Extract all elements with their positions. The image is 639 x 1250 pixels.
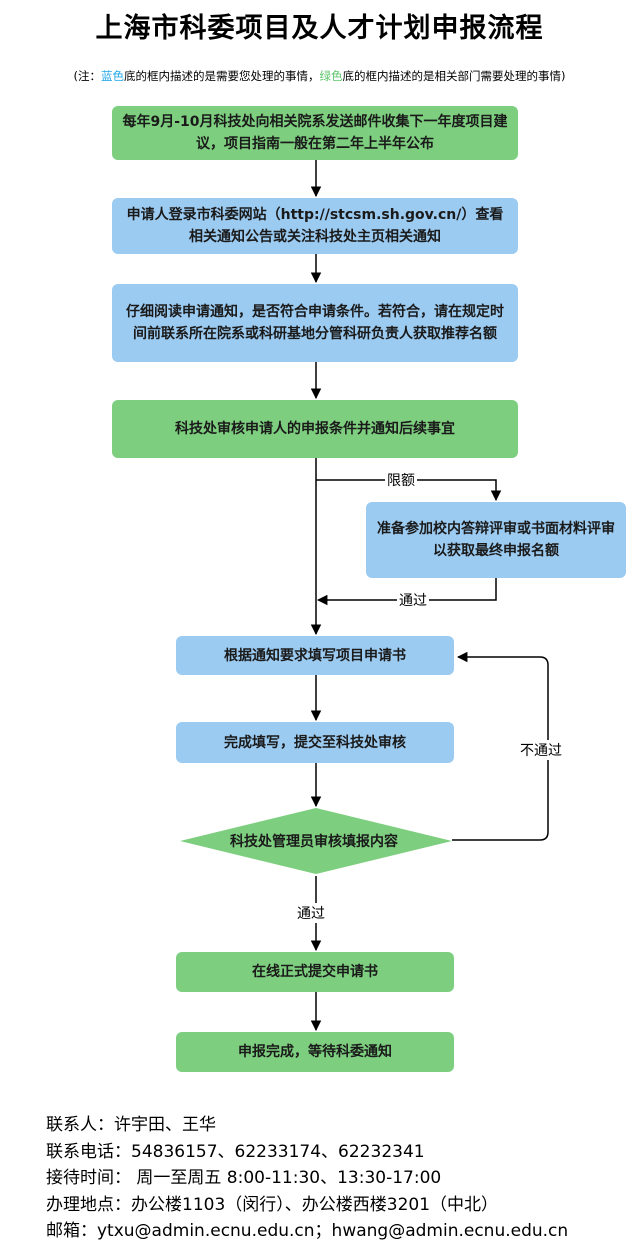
arrow-quota-pass-back (316, 578, 497, 606)
step-review-eligibility-box: 科技处审核申请人的申报条件并通知后续事宜 (112, 400, 518, 458)
note-prefix: (注： (73, 69, 102, 83)
decision-diamond (180, 808, 452, 874)
step-read-label: 仔细阅读申请通知，是否符合申请条件。若符合，请在规定时间前联系所在院系或科研基地… (126, 304, 504, 342)
note-suffix: 底的框内描述的是相关部门需要处理的事情) (342, 69, 566, 83)
step-fill-box: 根据通知要求填写项目申请书 (176, 636, 454, 675)
step-quota-review-box: 准备参加校内答辩评审或书面材料评审以获取最终申报名额 (366, 502, 626, 578)
step-online-submit-label: 在线正式提交申请书 (252, 964, 378, 980)
edge-label-pass-2: 通过 (295, 903, 327, 923)
page-title: 上海市科委项目及人才计划申报流程 (95, 13, 544, 44)
contact-phone: 联系电话：54836157、62233174、62232341 (46, 1141, 425, 1162)
step-online-submit-box: 在线正式提交申请书 (176, 952, 454, 992)
contact-email: 邮箱：ytxu@admin.ecnu.edu.cn；hwang@admin.ec… (46, 1221, 569, 1241)
step-submit-box: 完成填写，提交至科技处审核 (176, 722, 454, 763)
step-done-box: 申报完成，等待科委通知 (176, 1032, 454, 1072)
contact-info: 联系人：许宇田、王华 联系电话：54836157、62233174、622323… (46, 1112, 568, 1245)
arrow-branch-quota (316, 479, 502, 502)
note-blue-word: 蓝色 (101, 69, 124, 83)
step-read-box: 仔细阅读申请通知，是否符合申请条件。若符合，请在规定时间前联系所在院系或科研基地… (112, 284, 518, 362)
step-done-label: 申报完成，等待科委通知 (238, 1044, 392, 1060)
edge-label-quota: 限额 (385, 470, 417, 490)
contact-address: 办理地点：办公楼1103（闵行）、办公楼西楼3201（中北） (46, 1194, 499, 1215)
step-login-label: 申请人登录市科委网站（http://stcsm.sh.gov.cn/）查看相关通… (126, 207, 504, 245)
contact-hours: 接待时间： 周一至周五 8:00-11:30、13:30-17:00 (46, 1168, 442, 1188)
step-collect-box: 每年9月-10月科技处向相关院系发送邮件收集下一年度项目建议，项目指南一般在第二… (112, 106, 518, 160)
legend-note: (注：蓝色底的框内描述的是需要您处理的事情，绿色底的框内描述的是相关部门需要处理… (0, 68, 639, 84)
edge-label-not-pass: 不通过 (518, 740, 564, 760)
note-middle: 底的框内描述的是需要您处理的事情， (124, 69, 320, 83)
edge-label-pass-1: 通过 (397, 590, 429, 610)
contact-person: 联系人：许宇田、王华 (46, 1115, 216, 1135)
step-fill-label: 根据通知要求填写项目申请书 (224, 647, 406, 664)
note-green-word: 绿色 (319, 69, 343, 83)
step-review-eligibility-label: 科技处审核申请人的申报条件并通知后续事宜 (175, 421, 455, 437)
step-quota-review-label: 准备参加校内答辩评审或书面材料评审以获取最终申报名额 (377, 521, 615, 559)
decision-label: 科技处管理员审核填报内容 (230, 834, 398, 850)
step-submit-label: 完成填写，提交至科技处审核 (224, 734, 406, 751)
step-login-box: 申请人登录市科委网站（http://stcsm.sh.gov.cn/）查看相关通… (112, 198, 518, 254)
step-collect-label: 每年9月-10月科技处向相关院系发送邮件收集下一年度项目建议，项目指南一般在第二… (122, 114, 508, 152)
